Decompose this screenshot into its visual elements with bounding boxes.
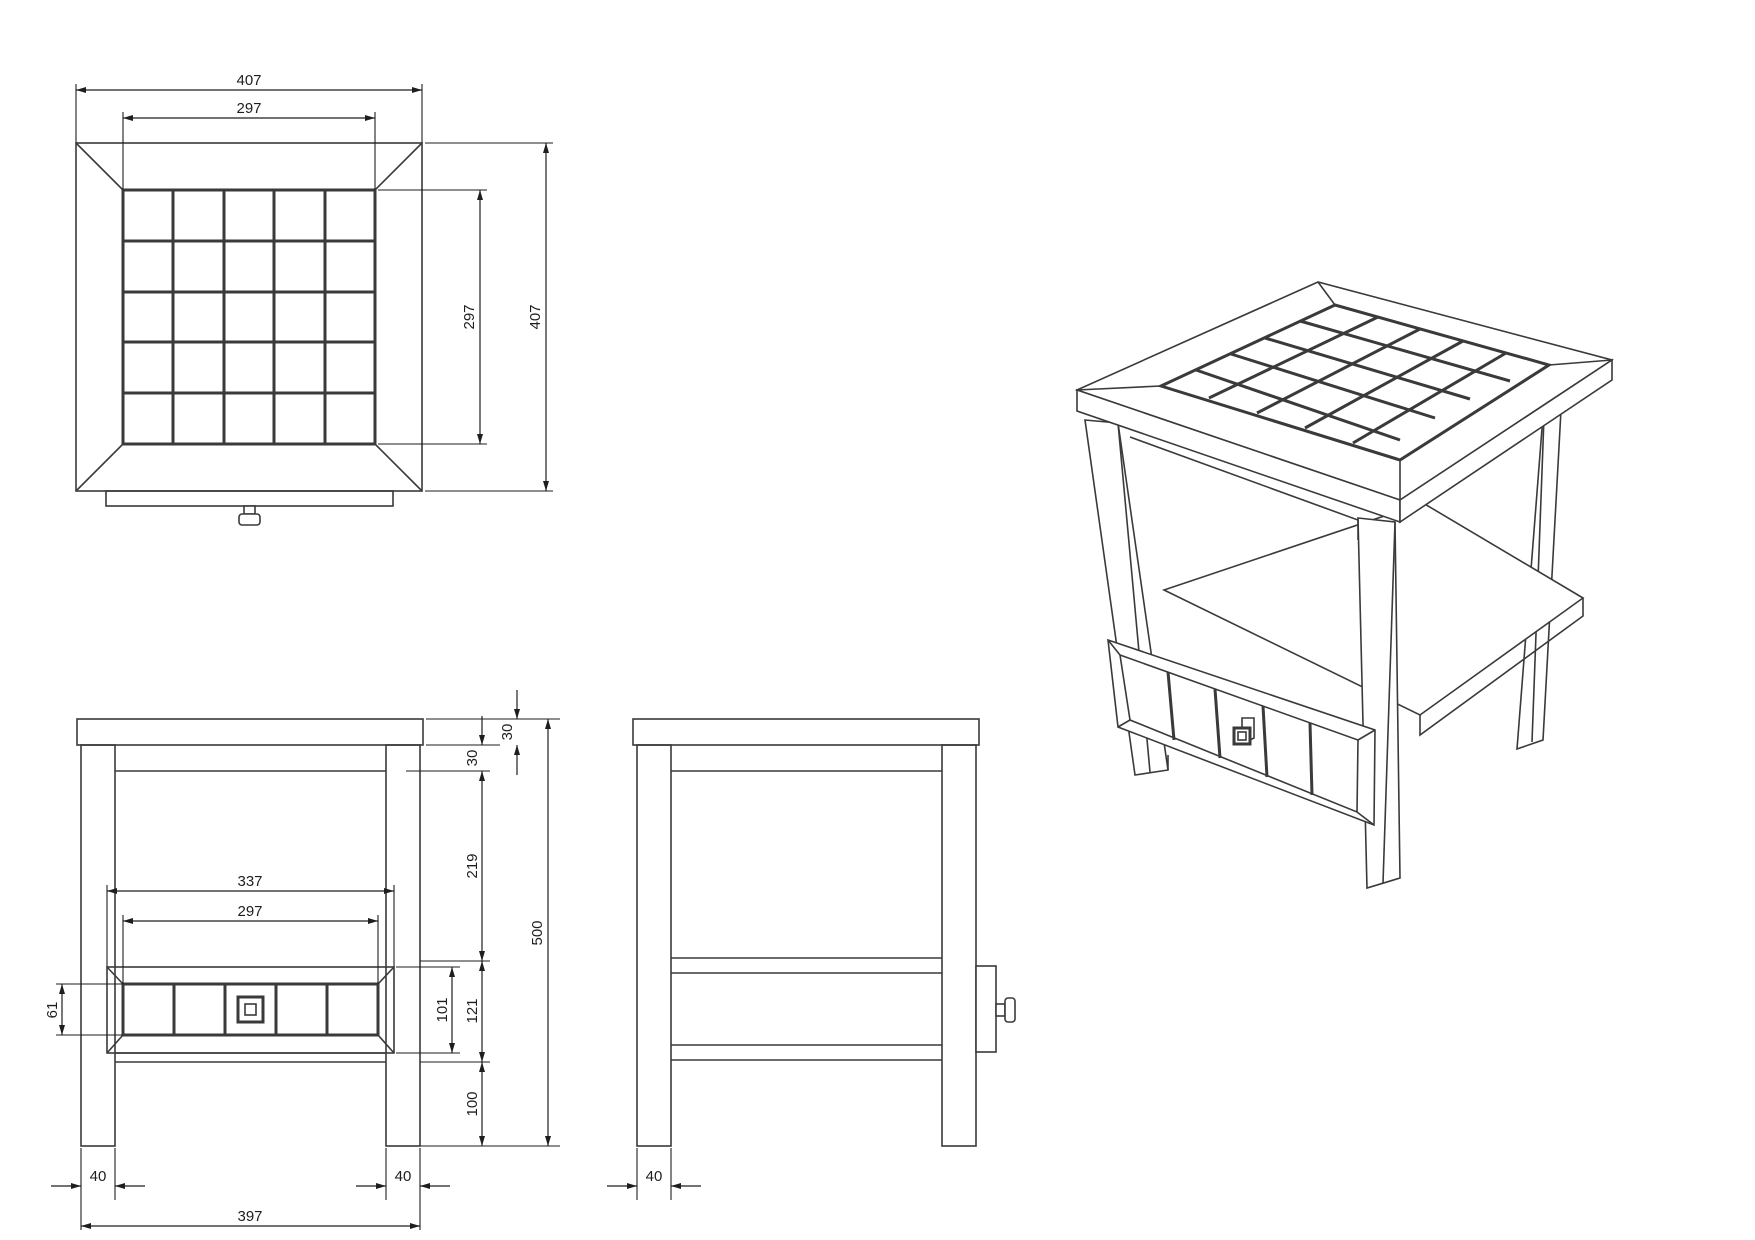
front-view: 337 297 61 30 30 219 — [44, 690, 560, 1230]
dim-label: 219 — [464, 853, 481, 878]
dim-label: 297 — [236, 100, 261, 117]
dim-front-drawer-inner-101: 101 — [396, 966, 460, 1054]
dim-label: 30 — [464, 750, 481, 767]
dim-front-drawer-tile-width-297: 297 — [122, 903, 379, 984]
dim-front-apron-30: 30 — [406, 716, 490, 772]
dim-front-leg-left-40: 40 — [51, 1148, 145, 1200]
dim-label: 40 — [646, 1168, 663, 1185]
dim-label: 40 — [90, 1168, 107, 1185]
dim-side-leg-40: 40 — [607, 1148, 701, 1200]
top-view: 407 297 297 407 — [75, 72, 553, 526]
side-view: 40 — [607, 718, 1016, 1200]
drawer-knob-side — [995, 997, 1016, 1023]
front-drawer — [106, 966, 395, 1054]
dim-label: 297 — [461, 304, 478, 329]
dim-front-drawer-width-337: 337 — [106, 873, 395, 967]
dim-front-total-500: 500 — [529, 719, 551, 1146]
dim-label: 61 — [44, 1002, 61, 1019]
isometric-view — [1074, 281, 1614, 890]
dim-label: 30 — [499, 724, 516, 741]
iso-drawer-handle-icon — [1232, 717, 1255, 746]
dim-front-leg-right-40: 40 — [356, 1148, 450, 1230]
dim-label: 297 — [237, 903, 262, 920]
dim-label: 500 — [529, 920, 546, 945]
dim-front-top-thickness-30: 30 — [426, 690, 560, 775]
dim-label: 101 — [434, 997, 451, 1022]
dim-label: 337 — [237, 873, 262, 890]
dim-label: 40 — [395, 1168, 412, 1185]
dim-label: 121 — [464, 998, 481, 1023]
dim-top-width-407: 407 — [75, 72, 423, 143]
top-tile-grid — [121, 188, 377, 446]
dim-front-open-219: 219 — [420, 771, 490, 962]
dim-label: 397 — [237, 1208, 262, 1225]
dim-top-depth-407: 407 — [425, 142, 553, 492]
drawer-handle-icon — [236, 995, 265, 1024]
dim-label: 100 — [464, 1091, 481, 1116]
dim-front-drawer-121: 121 — [420, 961, 490, 1063]
dim-label: 407 — [527, 304, 544, 329]
iso-tile-grid — [1156, 303, 1553, 462]
dim-front-base-397: 397 — [80, 1200, 420, 1230]
dim-top-tile-depth-297: 297 — [378, 189, 487, 445]
dim-top-tile-width-297: 297 — [122, 100, 376, 190]
drawer-knob-top — [238, 505, 261, 526]
dim-label: 407 — [236, 72, 261, 89]
dim-front-floor-100: 100 — [420, 1062, 560, 1147]
dim-front-tile-height-61: 61 — [44, 983, 123, 1036]
